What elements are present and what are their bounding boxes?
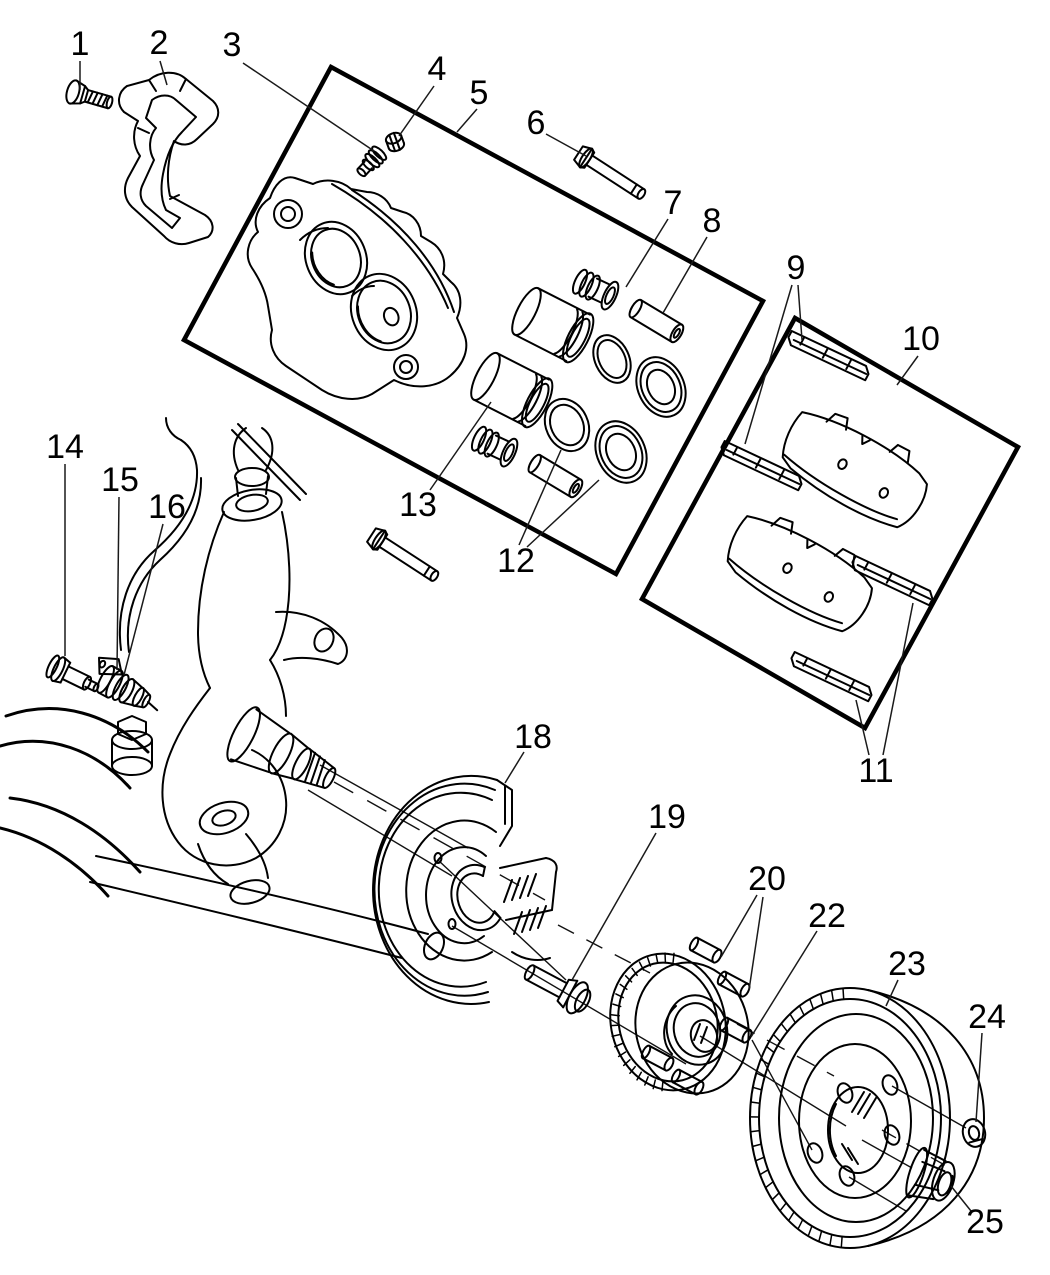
wheel-stud-drawing xyxy=(715,969,753,1000)
pad-clip-drawing xyxy=(787,647,876,706)
abs-sensor-drawing xyxy=(96,656,159,712)
leader-line-10 xyxy=(896,355,919,386)
splash-shield-drawing xyxy=(372,775,558,1005)
guide-pin-bolt-drawing xyxy=(364,524,444,588)
guide-bushing-drawing xyxy=(568,264,623,313)
leader-line-9 xyxy=(744,284,793,445)
callout-14: 14 xyxy=(46,428,84,466)
pad-clip-drawing xyxy=(848,551,937,610)
callout-18: 18 xyxy=(514,718,552,756)
leader-line-11 xyxy=(855,699,870,756)
callout-leader-lines xyxy=(64,60,983,1212)
brake-pads-box xyxy=(638,314,1022,732)
leader-line-7 xyxy=(625,218,669,288)
leader-line-12 xyxy=(526,479,600,548)
spindle-nut-drawing xyxy=(905,1146,956,1202)
leader-line-24 xyxy=(975,1032,983,1123)
tone-ring-teeth xyxy=(610,952,675,1092)
leader-line-8 xyxy=(662,236,708,314)
rotor-drawing xyxy=(749,987,985,1249)
hardware-kit-boxes xyxy=(180,63,1022,732)
leader-line-20 xyxy=(720,894,758,958)
leader-line-9 xyxy=(797,284,803,341)
wheel-stud-drawing xyxy=(639,1043,677,1074)
callout-13: 13 xyxy=(399,486,437,524)
spindle-washer-drawing xyxy=(961,1118,987,1148)
callout-11: 11 xyxy=(858,752,893,790)
callout-12: 12 xyxy=(497,542,535,580)
caliper-hardware-box xyxy=(180,63,767,578)
caliper-adapter-drawing xyxy=(118,71,220,246)
callout-1: 1 xyxy=(71,25,90,63)
bleeder-screw-drawing xyxy=(356,145,388,178)
brake-pad-drawing xyxy=(714,499,887,642)
callout-3: 3 xyxy=(223,26,242,64)
leader-line-25 xyxy=(950,1185,972,1212)
leader-line-13 xyxy=(429,401,492,491)
leader-line-22 xyxy=(750,930,818,1038)
callout-4: 4 xyxy=(428,50,447,88)
callout-6: 6 xyxy=(527,104,546,142)
callout-20: 20 xyxy=(748,860,786,898)
hub-bearing-drawing xyxy=(609,935,755,1098)
leader-line-15 xyxy=(116,496,120,671)
guide-sleeve-drawing xyxy=(525,451,586,501)
callout-5: 5 xyxy=(470,74,489,112)
assembly-axis-lines xyxy=(307,764,967,1212)
callout-25: 25 xyxy=(966,1203,1004,1241)
leader-line-16 xyxy=(123,523,164,676)
leader-line-19 xyxy=(571,832,657,981)
caliper-drawing xyxy=(246,176,468,400)
leader-line-11 xyxy=(882,602,914,756)
piston-seal-drawing xyxy=(592,334,632,384)
piston-boot-drawing xyxy=(635,356,687,418)
sway-bar-link-drawing xyxy=(111,715,153,776)
leader-line-2 xyxy=(159,60,168,86)
sway-bar-drawing xyxy=(0,707,150,898)
adapter-bolt-drawing xyxy=(65,79,114,110)
leader-line-18 xyxy=(504,751,525,784)
hub-bolt-drawing xyxy=(523,964,592,1015)
leader-line-6 xyxy=(545,133,587,157)
leader-line-23 xyxy=(885,979,899,1007)
sensor-bolt-drawing xyxy=(45,654,100,693)
callout-19: 19 xyxy=(648,798,686,836)
leader-line-4 xyxy=(398,85,435,137)
callout-8: 8 xyxy=(703,202,722,240)
callout-10: 10 xyxy=(902,320,940,358)
leader-line-20 xyxy=(748,896,764,991)
callout-9: 9 xyxy=(787,249,806,287)
brake-pad-drawing xyxy=(769,395,942,538)
steering-knuckle-drawing xyxy=(118,417,348,905)
leader-line-12 xyxy=(518,449,562,546)
guide-sleeve-drawing xyxy=(626,296,687,346)
callout-15: 15 xyxy=(101,461,139,499)
callout-24: 24 xyxy=(968,998,1006,1036)
piston-seal-drawing xyxy=(543,397,591,453)
guide-pin-bolt-drawing xyxy=(571,142,651,206)
leader-line-5 xyxy=(456,108,478,133)
callout-7: 7 xyxy=(664,184,683,222)
pad-clip-drawing xyxy=(717,436,806,495)
guide-bushing-drawing xyxy=(467,421,522,470)
piston-boot-drawing xyxy=(594,420,648,484)
leader-line-3 xyxy=(242,62,375,152)
bleeder-cap-drawing xyxy=(384,131,406,153)
callout-22: 22 xyxy=(808,897,846,935)
callout-16: 16 xyxy=(148,488,186,526)
wheel-stud-drawing xyxy=(687,935,725,966)
rotor-vent-band xyxy=(749,987,845,1249)
callout-23: 23 xyxy=(888,945,926,983)
callout-2: 2 xyxy=(150,24,169,62)
